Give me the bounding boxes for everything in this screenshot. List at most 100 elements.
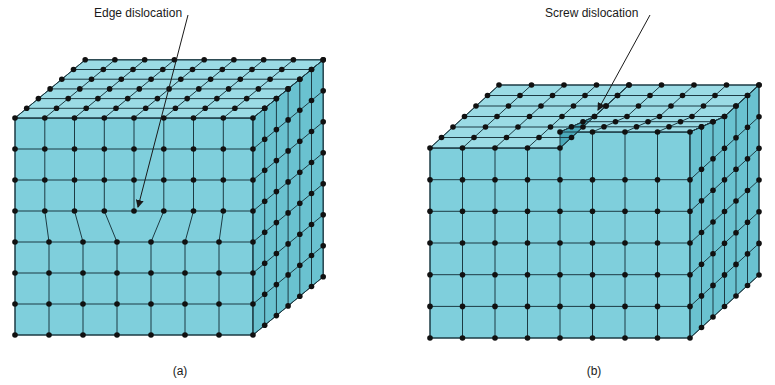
atom-dot: [722, 272, 728, 278]
lattice-line: [253, 180, 254, 211]
atom-dot: [83, 106, 89, 112]
atom-dot: [184, 96, 190, 102]
lattice-line: [193, 118, 194, 149]
atom-dot: [12, 208, 18, 214]
atom-dot: [460, 209, 466, 215]
atom-dot: [515, 124, 521, 130]
atom-dot: [297, 76, 303, 82]
lattice-line: [75, 211, 84, 242]
atom-dot: [655, 272, 661, 278]
atom-dot: [525, 272, 531, 278]
atom-dot: [636, 103, 642, 109]
atom-dot: [250, 270, 256, 276]
atom-dot: [148, 301, 154, 307]
atom-dot: [182, 239, 188, 245]
atom-dot: [699, 261, 705, 267]
atom-dot: [427, 335, 433, 341]
atom-dot: [54, 106, 60, 112]
atom-dot: [267, 76, 273, 82]
atom-dot: [710, 251, 716, 257]
lattice-line: [253, 211, 254, 242]
lattice-line: [117, 242, 118, 273]
atom-dot: [114, 270, 120, 276]
lattice-line: [658, 85, 727, 132]
lattice-line: [219, 211, 223, 242]
atom-dot: [745, 93, 751, 99]
atom-dot: [114, 332, 120, 338]
atom-dot: [274, 96, 280, 102]
atom-dot: [214, 96, 220, 102]
atom-dot: [12, 332, 18, 338]
atom-dot: [249, 67, 255, 73]
lattice-line: [74, 149, 75, 180]
atom-dot: [320, 57, 326, 63]
atom-dot: [655, 304, 661, 310]
atom-dot: [262, 106, 268, 112]
atom-dot: [46, 301, 52, 307]
atom-dot: [161, 146, 167, 152]
atom-dot: [102, 115, 108, 121]
atom-dot: [722, 114, 728, 120]
atom-dot: [102, 177, 108, 183]
atom-dot: [36, 96, 42, 102]
atom-dot: [59, 76, 65, 82]
lattice-line: [193, 149, 194, 180]
atom-dot: [178, 76, 184, 82]
atom-dot: [285, 86, 291, 92]
lattice-line: [185, 304, 186, 335]
atom-dot: [131, 177, 137, 183]
atom-dot: [622, 129, 628, 135]
atom-dot: [309, 129, 315, 135]
atom-dot: [582, 93, 588, 99]
atom-dot: [297, 231, 303, 237]
atom-dot: [655, 240, 661, 246]
atom-dot: [102, 208, 108, 214]
atom-dot: [756, 114, 762, 120]
atom-dot: [191, 115, 197, 121]
atom-dot: [427, 177, 433, 183]
atom-dot: [525, 304, 531, 310]
atom-dot: [615, 93, 621, 99]
lattice-line: [253, 149, 254, 180]
lattice-line: [219, 242, 220, 273]
atom-dot: [82, 57, 88, 63]
leader-line: [138, 15, 188, 207]
atom-dot: [427, 209, 433, 215]
atom-dot: [557, 145, 563, 151]
lattice-line: [83, 242, 84, 273]
atom-dot: [262, 137, 268, 143]
atom-dot: [710, 119, 716, 125]
atom-dot: [622, 209, 628, 215]
atom-dot: [274, 189, 280, 195]
atom-dot: [745, 156, 751, 162]
atom-dot: [756, 82, 762, 88]
atom-dot: [427, 240, 433, 246]
atom-dot: [655, 129, 661, 135]
atom-dot: [12, 146, 18, 152]
atom-dot: [691, 82, 697, 88]
atom-dot: [250, 177, 256, 183]
atom-dot: [142, 57, 148, 63]
atom-dot: [191, 208, 197, 214]
atom-dot: [285, 117, 291, 123]
atom-dot: [710, 283, 716, 289]
atom-dot: [592, 114, 598, 120]
atom-dot: [46, 239, 52, 245]
atom-dot: [603, 103, 609, 109]
lattice-line: [44, 118, 45, 149]
atom-dot: [160, 67, 166, 73]
atom-dot: [42, 208, 48, 214]
atom-dot: [473, 103, 479, 109]
atom-dot: [699, 124, 705, 130]
atom-dot: [12, 270, 18, 276]
atom-dot: [297, 200, 303, 206]
atom-dot: [460, 335, 466, 341]
atom-dot: [626, 82, 632, 88]
atom-dot: [699, 124, 705, 130]
atom-dot: [733, 293, 739, 299]
callout-label: Edge dislocation: [92, 6, 184, 20]
atom-dot: [262, 106, 268, 112]
lattice-face: [15, 118, 253, 335]
atom-dot: [72, 115, 78, 121]
atom-dot: [687, 304, 693, 310]
